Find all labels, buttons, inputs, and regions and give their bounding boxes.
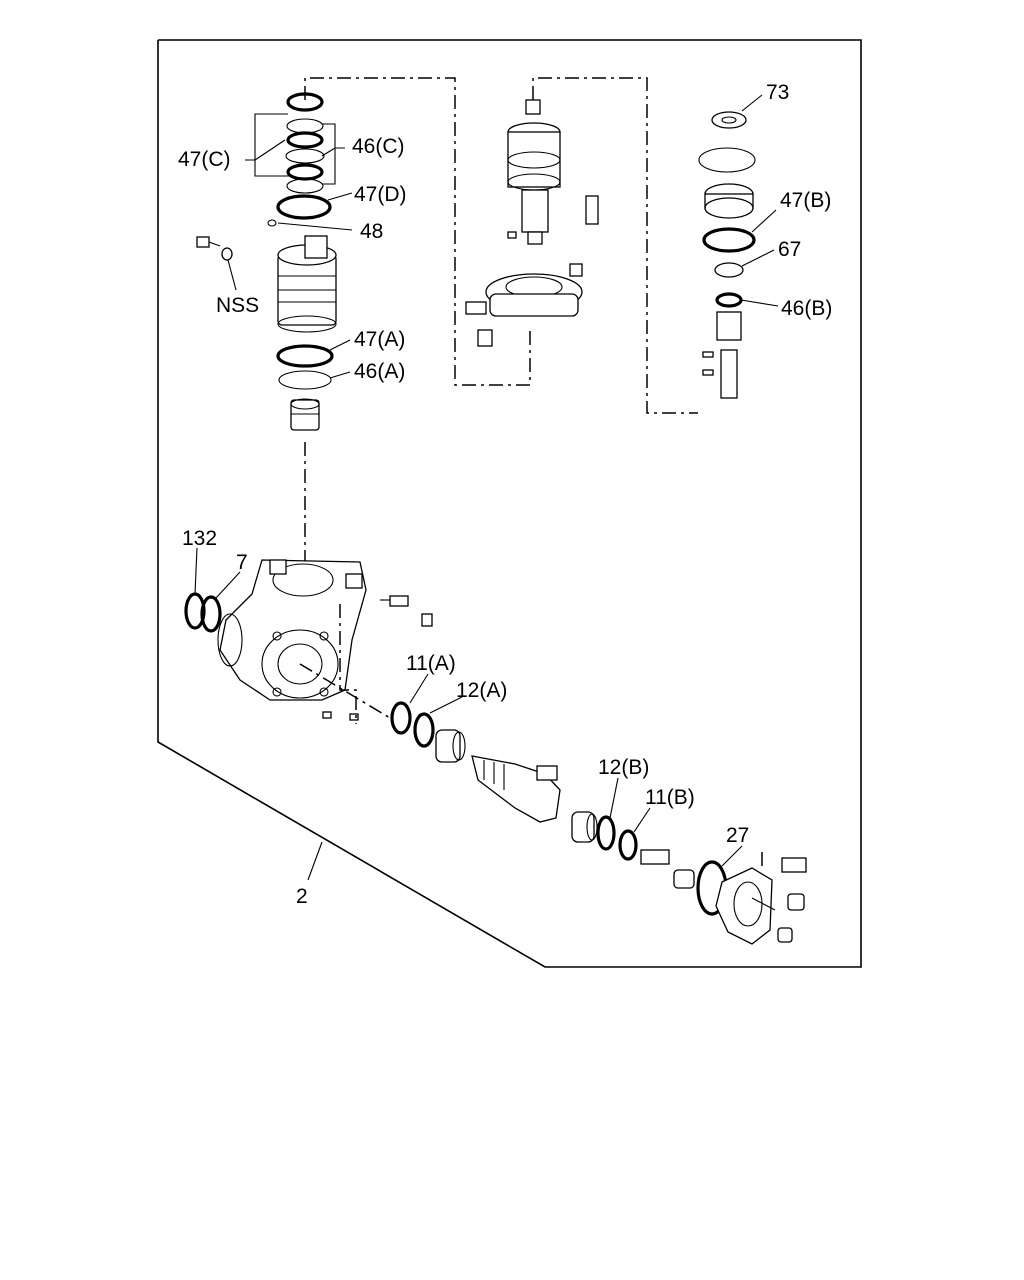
callout-11b: 11(B) [645, 786, 695, 809]
axis-line-worm [299, 663, 391, 719]
snap-ring-11a [390, 701, 412, 735]
callout-47c: 47(C) [178, 148, 231, 171]
valve-housing [277, 235, 337, 333]
callout-132: 132 [182, 527, 217, 550]
callout-46a: 46(A) [354, 360, 405, 383]
callout-12b: 12(B) [598, 756, 649, 779]
callout-7: 7 [236, 551, 248, 574]
callout-46c: 46(C) [352, 135, 405, 158]
sector-seal-pair [184, 592, 222, 633]
cover-bolts [761, 852, 807, 943]
group-bracket-stub-shaft [532, 77, 698, 414]
group-bracket-valve [304, 77, 531, 386]
end-cover [696, 860, 776, 945]
callout-67: 67 [778, 238, 801, 261]
seal-ring-stack-top [267, 92, 332, 227]
callout-48: 48 [360, 220, 383, 243]
callout-47a: 47(A) [354, 328, 405, 351]
worm-shaft [471, 755, 561, 823]
callout-nss: NSS [216, 294, 259, 317]
adjuster-bolt [640, 849, 695, 889]
valve-flange-housing [465, 263, 583, 347]
housing-fittings [322, 595, 433, 724]
callout-47b: 47(B) [780, 189, 831, 212]
callout-47d: 47(D) [354, 183, 407, 206]
bearing-b [571, 811, 598, 843]
snap-ring-11b [618, 829, 638, 861]
seal-12a [413, 712, 435, 748]
callout-27: 27 [726, 824, 749, 847]
stub-shaft-stack [698, 111, 756, 399]
callout-46b: 46(B) [781, 297, 832, 320]
callout-73: 73 [766, 81, 789, 104]
bolt-nss [196, 236, 233, 261]
gear-housing [217, 559, 367, 701]
assembly-boundary-frame [157, 39, 862, 968]
valve-plug [290, 398, 320, 431]
callout-12a: 12(A) [456, 679, 507, 702]
seal-12b [596, 815, 616, 851]
leader-lines [194, 94, 779, 881]
control-valve-assembly [507, 99, 599, 245]
callout-11a: 11(A) [406, 652, 456, 675]
callout-2: 2 [296, 885, 308, 908]
seal-ring-pair-a [276, 344, 334, 390]
bearing-a [435, 729, 466, 763]
